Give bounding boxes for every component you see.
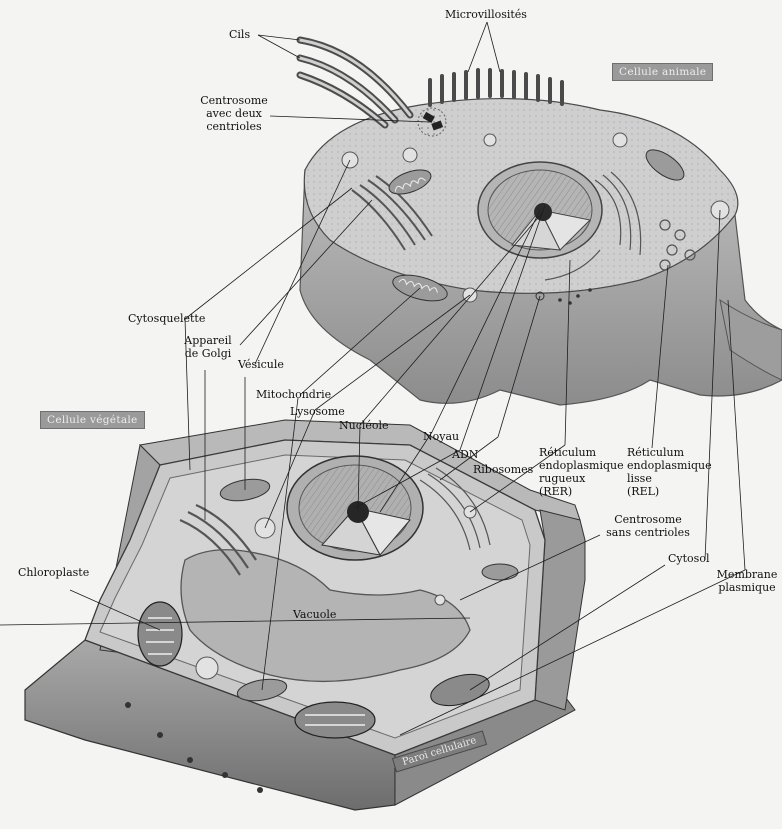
label-adn: ADN (452, 448, 478, 461)
label-rer-line2: endoplasmique (539, 459, 624, 472)
label-cils: Cils (229, 28, 250, 41)
label-nucleole: Nucléole (339, 419, 389, 432)
label-rer-line4: (RER) (539, 485, 624, 498)
label-centrosome-line3: centrioles (194, 120, 274, 133)
label-rel: Réticulum endoplasmique lisse (REL) (627, 446, 712, 498)
label-vesicule: Vésicule (238, 358, 284, 371)
label-cytosquelette: Cytosquelette (128, 312, 205, 325)
label-cytosol: Cytosol (668, 552, 709, 565)
animal-cell (300, 40, 782, 405)
label-noyau: Noyau (423, 430, 459, 443)
label-vacuole: Vacuole (293, 608, 336, 621)
label-centrosome-plant: Centrosome sans centrioles (598, 513, 698, 539)
label-rel-line4: (REL) (627, 485, 712, 498)
label-rer-line3: rugueux (539, 472, 624, 485)
label-centrosome-line2: avec deux (194, 107, 274, 120)
label-rel-line3: lisse (627, 472, 712, 485)
label-centrosome-plant-line2: sans centrioles (598, 526, 698, 539)
label-centrosome-plant-line1: Centrosome (598, 513, 698, 526)
label-membrane-line1: Membrane (712, 568, 782, 581)
label-chloroplaste: Chloroplaste (18, 566, 89, 579)
label-microvillosites: Microvillosités (445, 8, 527, 21)
label-membrane: Membrane plasmique (712, 568, 782, 594)
label-rer-line1: Réticulum (539, 446, 624, 459)
label-golgi: Appareil de Golgi (178, 334, 238, 360)
label-mitochondrie: Mitochondrie (256, 388, 331, 401)
label-rel-line2: endoplasmique (627, 459, 712, 472)
label-membrane-line2: plasmique (712, 581, 782, 594)
label-centrosome-line1: Centrosome (194, 94, 274, 107)
label-rer: Réticulum endoplasmique rugueux (RER) (539, 446, 624, 498)
label-lysosome: Lysosome (290, 405, 345, 418)
label-rel-line1: Réticulum (627, 446, 712, 459)
label-ribosomes: Ribosomes (473, 463, 533, 476)
plant-cell-banner: Cellule végétale (40, 411, 145, 429)
label-golgi-line2: de Golgi (178, 347, 238, 360)
animal-cell-banner: Cellule animale (612, 63, 713, 81)
label-golgi-line1: Appareil (178, 334, 238, 347)
label-centrosome-animal: Centrosome avec deux centrioles (194, 94, 274, 133)
